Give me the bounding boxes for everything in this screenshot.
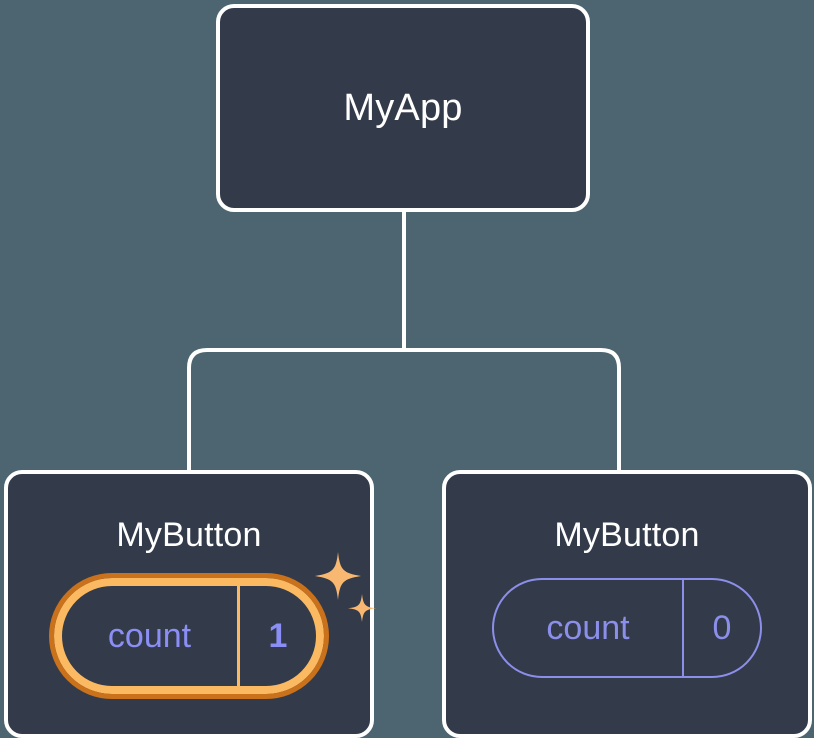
state-key-right: count	[546, 608, 630, 647]
node-title-child-right: MyButton	[554, 516, 700, 554]
state-key-left: count	[107, 616, 192, 655]
node-title-root: MyApp	[343, 87, 463, 129]
state-pill-highlighted[interactable]: count 1	[49, 573, 329, 699]
state-pill-wrap-left: count 1	[49, 552, 376, 699]
tree-node-myapp[interactable]: MyApp	[216, 4, 590, 212]
state-value-left: 1	[237, 586, 316, 686]
node-title-child-left: MyButton	[116, 516, 262, 554]
state-pill-wrap-right: count 0	[492, 578, 762, 678]
state-pill-plain[interactable]: count 0	[492, 578, 762, 678]
tree-node-mybutton-left[interactable]: MyButton count 1	[4, 470, 376, 738]
state-value-right: 0	[682, 580, 760, 676]
connector-children-bus	[187, 348, 621, 470]
tree-node-mybutton-right[interactable]: MyButton count 0	[442, 470, 812, 738]
sparkle-icon	[315, 552, 376, 622]
